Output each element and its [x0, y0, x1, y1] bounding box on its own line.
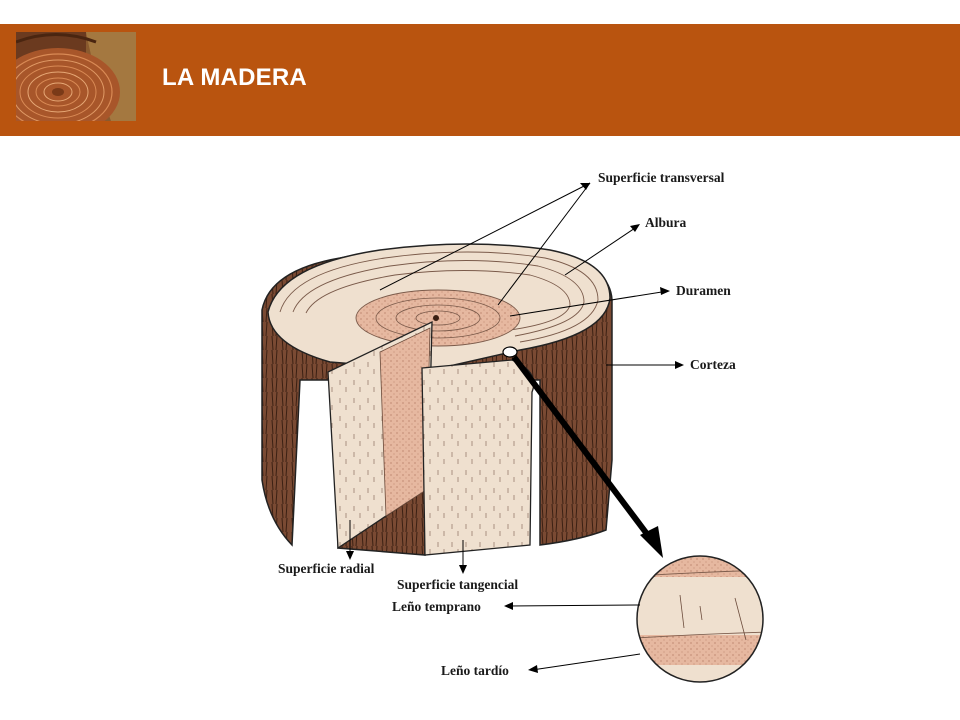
transverse-surface	[267, 243, 611, 371]
detail-pointer-arrow	[511, 355, 663, 558]
radial-surface	[327, 320, 433, 550]
page-title: LA MADERA	[162, 64, 307, 91]
label-albura: Albura	[645, 215, 687, 230]
detail-magnified-circle	[636, 555, 764, 683]
tangential-surface	[421, 359, 535, 556]
label-leno-temprano: Leño temprano	[392, 599, 481, 614]
header-bar: LA MADERA	[0, 24, 960, 136]
label-corteza: Corteza	[690, 357, 736, 372]
leader-lines	[346, 182, 684, 673]
label-superficie-tangencial: Superficie tangencial	[397, 577, 518, 592]
label-superficie-transversal: Superficie transversal	[598, 170, 725, 185]
label-duramen: Duramen	[676, 283, 731, 298]
wood-cross-section-thumbnail	[16, 32, 136, 121]
label-superficie-radial: Superficie radial	[278, 561, 375, 576]
label-leno-tardio: Leño tardío	[441, 663, 509, 678]
